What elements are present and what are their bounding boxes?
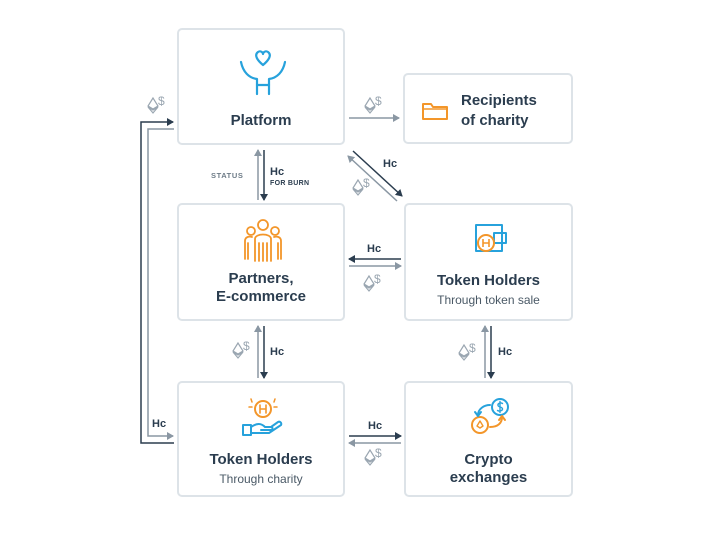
heart-person-icon xyxy=(239,50,287,96)
partners-title-line1: Partners, xyxy=(228,270,294,287)
node-platform: Platform xyxy=(177,28,345,145)
eth-icon xyxy=(352,178,364,196)
hc-label: Hc xyxy=(367,243,382,255)
node-partners-ecommerce: Partners, E-commerce xyxy=(177,203,345,321)
hc-label: Hc xyxy=(368,420,383,432)
folder-icon xyxy=(422,103,448,120)
hc-label: Hc xyxy=(498,346,513,358)
arrow-platform-to-charity xyxy=(147,128,174,440)
holders-charity-title: Token Holders xyxy=(209,451,313,468)
eth-icon xyxy=(364,96,376,114)
holders-sale-subtitle: Through token sale xyxy=(437,293,540,307)
arrow-platform-to-holders-sale xyxy=(352,150,403,197)
dollar-label: $ xyxy=(243,339,250,353)
recipients-title-line2: of charity xyxy=(461,112,529,129)
hc-label: Hc xyxy=(270,346,285,358)
people-group-icon xyxy=(244,219,282,262)
dollar-label: $ xyxy=(469,341,476,355)
exchanges-title-line1: Crypto xyxy=(464,451,513,468)
exchange-icon xyxy=(471,398,509,434)
node-crypto-exchanges: Crypto exchanges xyxy=(404,381,573,497)
dollar-label: $ xyxy=(375,446,382,460)
eth-icon xyxy=(147,96,159,114)
hand-token-icon xyxy=(242,398,283,436)
node-token-holders-sale: Token Holders Through token sale xyxy=(404,203,573,321)
node-recipients-of-charity: Recipients of charity xyxy=(403,73,573,144)
eth-icon xyxy=(364,448,376,466)
arrow-holders-sale-to-platform xyxy=(347,155,398,202)
for-burn-label: FOR BURN xyxy=(270,180,310,187)
eth-icon xyxy=(458,343,470,361)
hc-label: Hc xyxy=(270,166,285,178)
eth-icon xyxy=(363,274,375,292)
eth-currency-markers xyxy=(147,96,470,466)
partners-title-line2: E-commerce xyxy=(215,288,307,305)
arrow-charity-to-platform xyxy=(140,118,174,444)
dollar-label: $ xyxy=(375,94,382,108)
dollar-label: $ xyxy=(374,272,381,286)
hc-label: Hc xyxy=(383,158,398,170)
recipients-title-line1: Recipients xyxy=(461,92,537,109)
node-token-holders-charity: Token Holders Through charity xyxy=(177,381,345,497)
status-label: STATUS xyxy=(211,171,244,180)
exchanges-title: Crypto exchanges xyxy=(406,451,571,487)
platform-title: Platform xyxy=(230,112,292,129)
recipients-title: Recipients of charity xyxy=(461,91,537,131)
dollar-label: $ xyxy=(158,94,165,108)
dollar-label: $ xyxy=(363,176,370,190)
holders-sale-title: Token Holders xyxy=(436,272,541,289)
holders-charity-subtitle: Through charity xyxy=(219,472,303,486)
exchanges-title-line2: exchanges xyxy=(449,469,528,486)
partners-title: Partners, E-commerce xyxy=(179,270,343,306)
eth-icon xyxy=(232,341,244,359)
hc-label: Hc xyxy=(152,418,167,430)
wallet-token-icon xyxy=(475,224,507,252)
